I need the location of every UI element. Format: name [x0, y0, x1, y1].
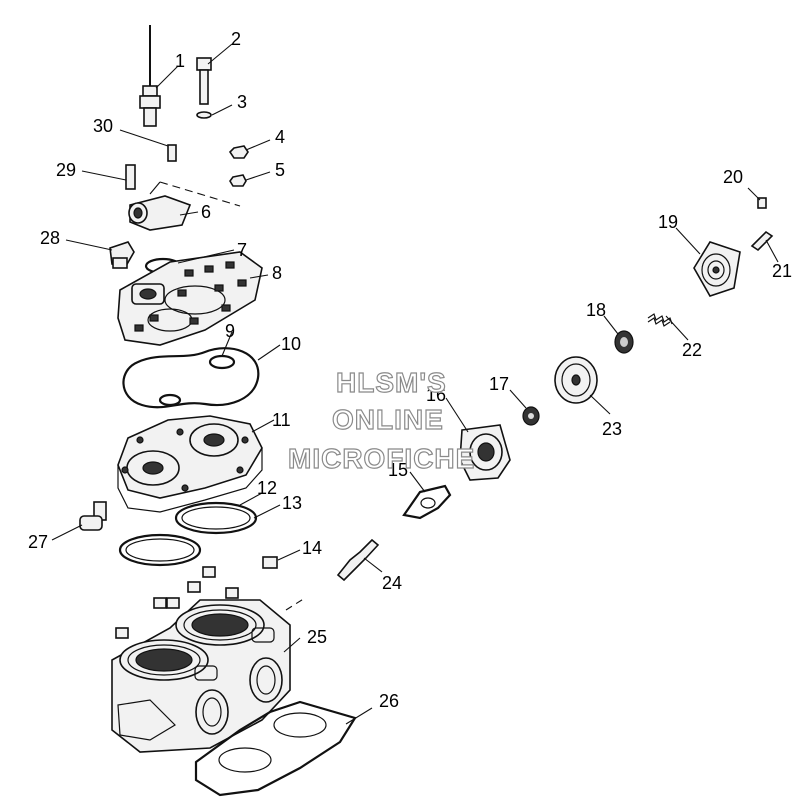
callout-labels: 1 2 3 4 5 6 7 8 9 10 11 12 13 14 15 16 1… — [28, 29, 792, 711]
part-bolt-and-washer — [196, 57, 212, 119]
callout-18: 18 — [586, 300, 606, 320]
callout-23: 23 — [602, 419, 622, 439]
part-long-bolt — [125, 164, 136, 190]
callout-25: 25 — [307, 627, 327, 647]
callout-9: 9 — [225, 321, 235, 341]
part-screw — [167, 144, 177, 162]
part-cylinder-nuts — [115, 556, 306, 639]
part-large-gear — [554, 356, 598, 404]
part-temperature-sensor — [139, 25, 161, 127]
watermark-line-1: HLSM'S — [336, 367, 447, 398]
callout-4: 4 — [275, 127, 285, 147]
part-base-gasket — [194, 700, 357, 797]
part-head-cover — [117, 251, 263, 346]
callout-22: 22 — [682, 340, 702, 360]
callout-30: 30 — [93, 116, 113, 136]
leader-lines — [51, 43, 779, 725]
callout-17: 17 — [489, 374, 509, 394]
callout-28: 28 — [40, 228, 60, 248]
callout-12: 12 — [257, 478, 277, 498]
callout-13: 13 — [282, 493, 302, 513]
callout-2: 2 — [231, 29, 241, 49]
part-cover-screws — [750, 197, 774, 252]
watermark-line-2: ONLINE — [332, 404, 444, 435]
callout-19: 19 — [658, 212, 678, 232]
callout-10: 10 — [281, 334, 301, 354]
callout-24: 24 — [382, 573, 402, 593]
callout-29: 29 — [56, 160, 76, 180]
callout-16: 16 — [426, 385, 446, 405]
callout-14: 14 — [302, 538, 322, 558]
part-head-gasket — [122, 347, 260, 409]
part-water-outlet — [128, 181, 241, 231]
part-bushing — [614, 330, 634, 354]
callout-1: 1 — [175, 51, 185, 71]
callout-6: 6 — [201, 202, 211, 222]
callout-15: 15 — [388, 460, 408, 480]
watermark: HLSM'S ONLINE MICROFICHE — [287, 366, 475, 474]
callout-8: 8 — [272, 263, 282, 283]
part-thermostat — [109, 241, 135, 269]
callout-3: 3 — [237, 92, 247, 112]
callout-20: 20 — [723, 167, 743, 187]
part-pump-gasket — [402, 484, 452, 520]
part-pump-cover — [693, 241, 741, 297]
part-spark-plug — [336, 538, 380, 582]
callout-26: 26 — [379, 691, 399, 711]
callout-5: 5 — [275, 160, 285, 180]
callout-11: 11 — [272, 410, 291, 430]
callout-21: 21 — [772, 261, 792, 281]
part-elbow-fitting — [79, 501, 107, 531]
part-nut — [228, 145, 249, 187]
part-cylinder-gaskets — [118, 501, 258, 567]
part-spring — [647, 313, 673, 327]
part-small-gear — [522, 406, 540, 426]
callout-27: 27 — [28, 532, 48, 552]
part-cylinder-head — [117, 415, 263, 513]
watermark-line-3: MICROFICHE — [288, 443, 475, 474]
part-cylinder-block — [111, 599, 291, 753]
part-pump-housing — [459, 424, 511, 481]
callout-7: 7 — [237, 240, 247, 260]
